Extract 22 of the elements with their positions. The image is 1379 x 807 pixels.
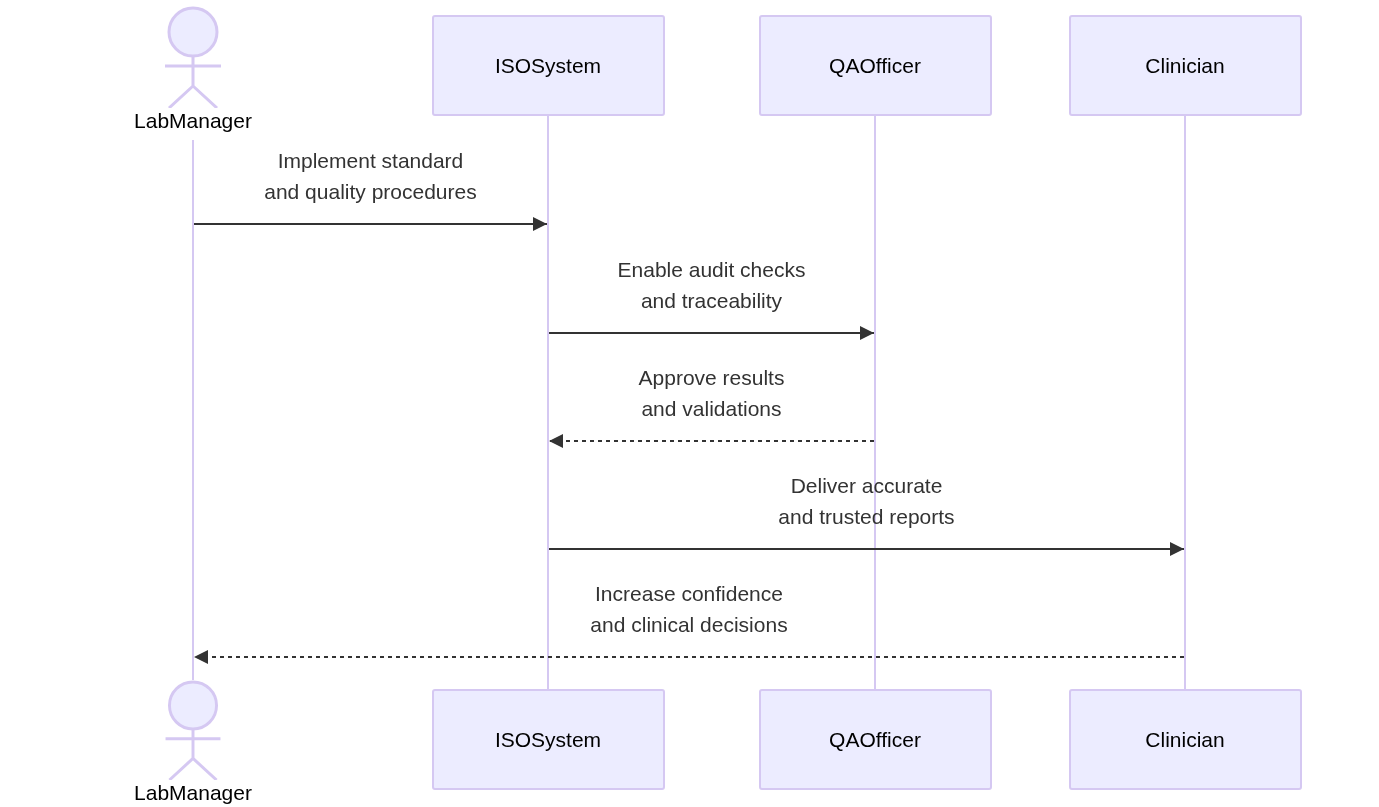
lifeline <box>192 140 194 680</box>
message-arrow <box>548 542 1185 556</box>
participant-box: QAOfficer <box>758 689 992 790</box>
participant-box: Clinician <box>1068 15 1302 116</box>
actor-name: LabManager <box>134 780 252 806</box>
edge-label: Implement standard and quality procedures <box>263 148 478 205</box>
participant-box: ISOSystem <box>431 15 665 116</box>
participant-box: QAOfficer <box>758 15 992 116</box>
lifeline <box>1184 116 1186 689</box>
actor-name: LabManager <box>134 108 252 134</box>
edge-label: Enable audit checks and traceability <box>616 257 807 314</box>
edge-label: Deliver accurate and trusted reports <box>777 473 956 530</box>
message-arrow <box>193 650 1185 664</box>
lifeline <box>547 116 549 689</box>
message-arrow <box>193 217 548 231</box>
edge-label: Approve results and validations <box>637 365 786 422</box>
message-arrow <box>548 326 875 340</box>
lifeline <box>874 116 876 689</box>
edge-label: Increase confidence and clinical decisions <box>589 581 789 638</box>
participant-box: Clinician <box>1068 689 1302 790</box>
participant-box: ISOSystem <box>431 689 665 790</box>
message-arrow <box>548 434 875 448</box>
